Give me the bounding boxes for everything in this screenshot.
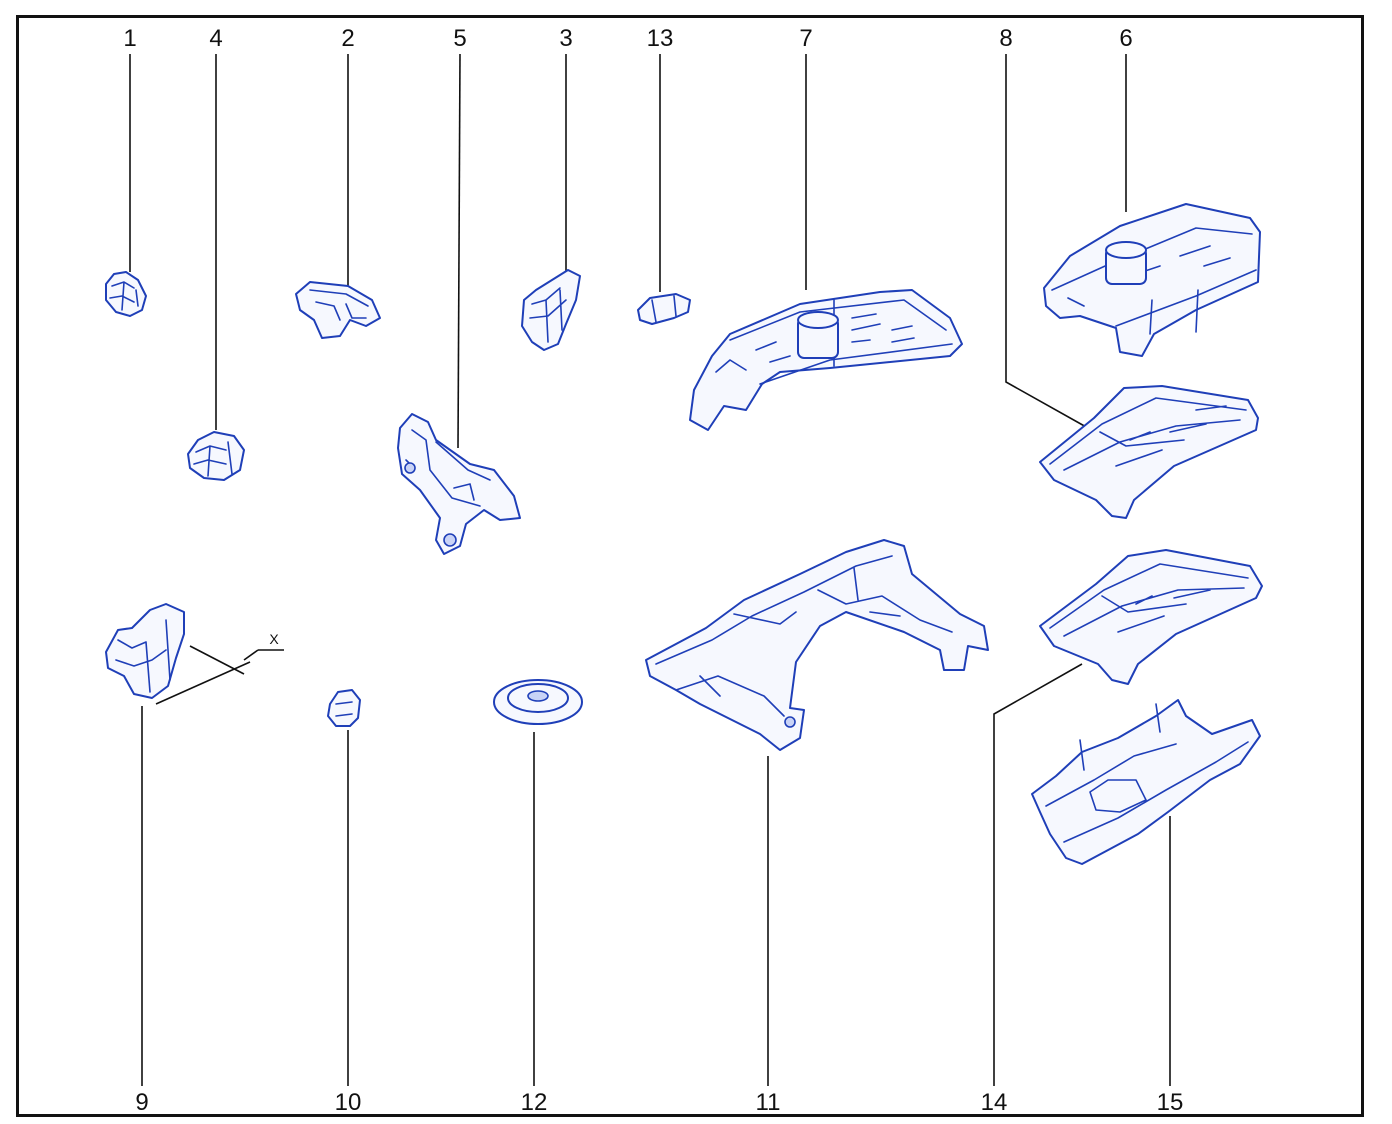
part-6-top-cover <box>1043 203 1261 357</box>
part-2-bracket <box>295 281 381 339</box>
part-4-clip <box>187 431 245 481</box>
part-3-clip <box>521 269 581 351</box>
callout-2: 2 <box>341 25 354 52</box>
callout-12: 12 <box>521 1089 548 1116</box>
callout-11: 11 <box>756 1089 781 1116</box>
callout-7: 7 <box>799 25 812 52</box>
callout-6: 6 <box>1119 25 1132 52</box>
part-13-connector <box>637 293 691 325</box>
part-11-frame <box>645 539 989 751</box>
callout-13: 13 <box>647 25 674 52</box>
part-7-cover <box>689 289 963 431</box>
callout-1: 1 <box>123 25 136 52</box>
callout-9: 9 <box>135 1089 148 1116</box>
callout-10: 10 <box>335 1089 362 1116</box>
part-8-tray <box>1039 385 1259 519</box>
part-9-clip <box>105 603 185 699</box>
dimension-x: X <box>155 631 284 705</box>
part-5-bracket-plate <box>397 413 521 555</box>
callout-14: 14 <box>981 1089 1008 1116</box>
callout-5: 5 <box>453 25 466 52</box>
leader-lines <box>129 53 1171 1086</box>
part-12-grommet <box>493 679 583 725</box>
part-1-clip <box>105 271 147 317</box>
callout-4: 4 <box>209 25 222 52</box>
callout-15: 15 <box>1157 1089 1184 1116</box>
part-14-tray <box>1039 549 1263 685</box>
callout-3: 3 <box>559 25 572 52</box>
part-15-housing <box>1031 699 1261 865</box>
callout-8: 8 <box>999 25 1012 52</box>
dimension-x-label: X <box>269 631 279 647</box>
part-10-clip <box>327 689 361 727</box>
